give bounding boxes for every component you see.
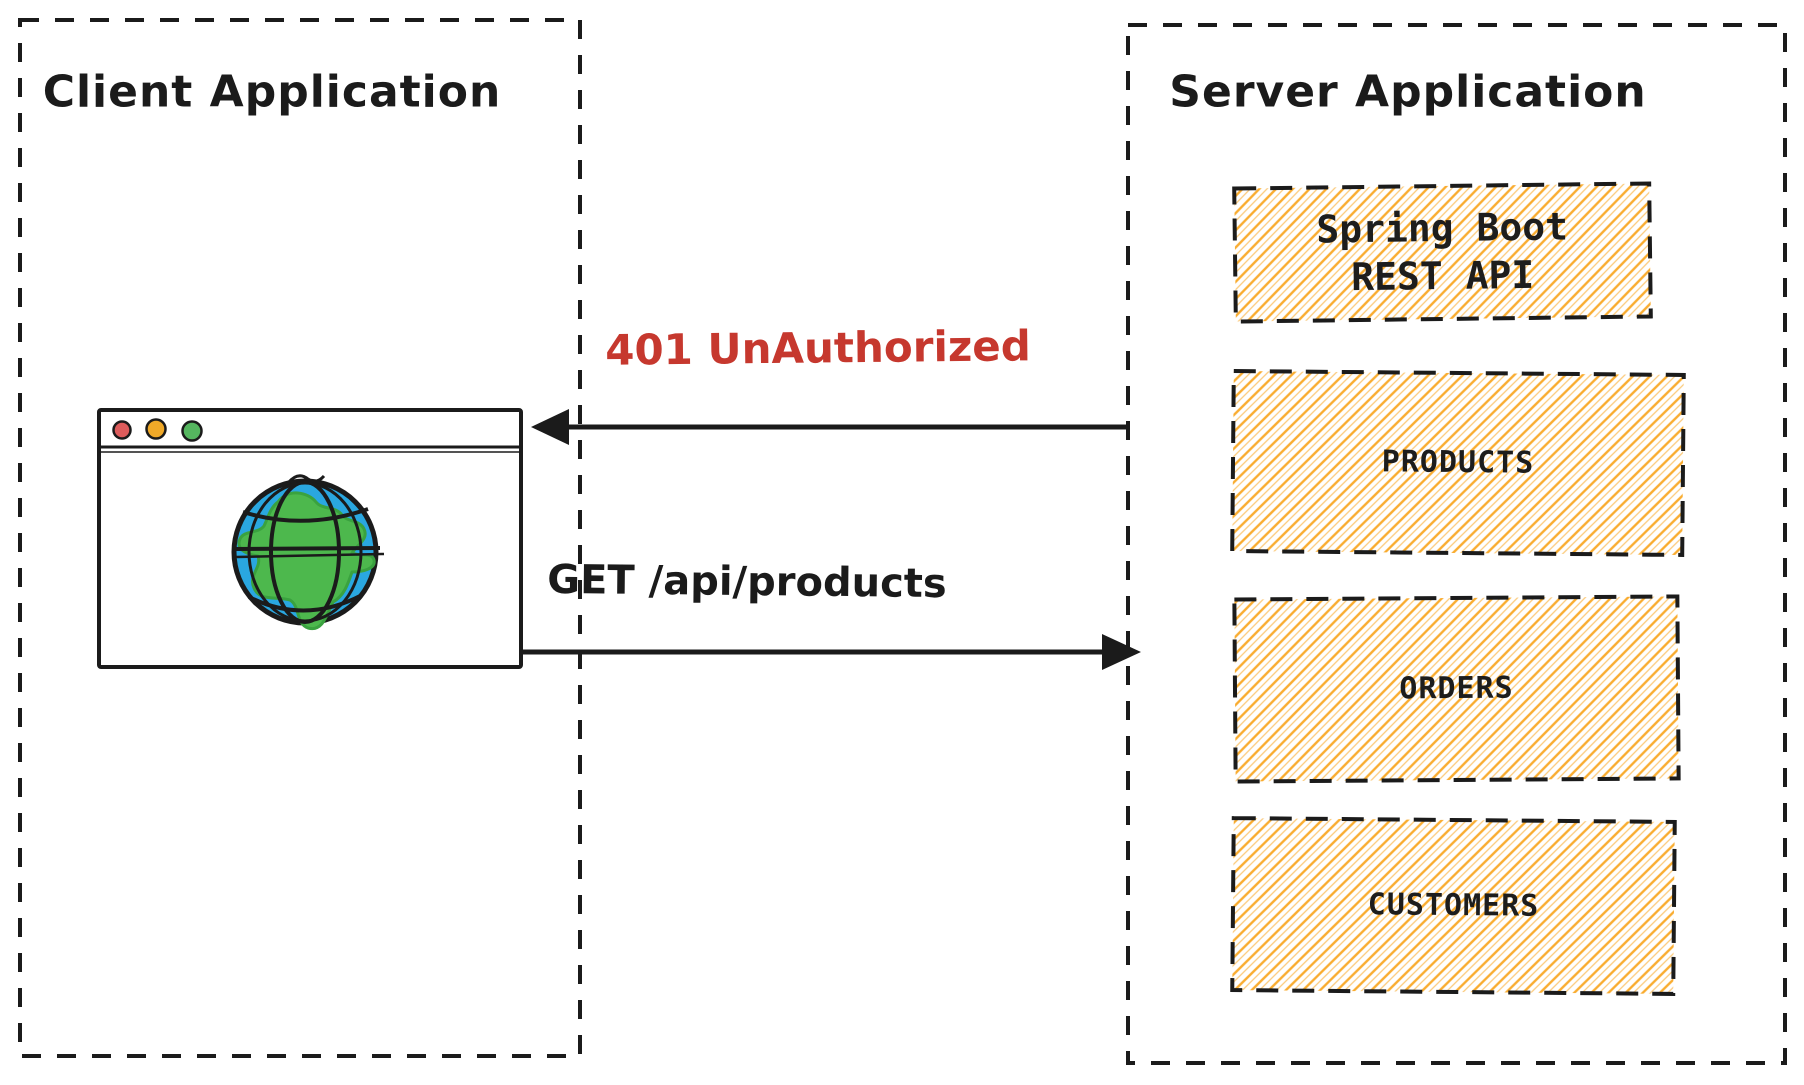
service-box-products xyxy=(1230,369,1686,557)
client-box-title: Client Application xyxy=(42,66,502,118)
server-box-border xyxy=(1126,23,1787,1065)
request-arrowhead-right-icon xyxy=(1102,634,1141,670)
service-label-orders: ORDERS xyxy=(1399,670,1514,707)
response-arrow xyxy=(531,409,1128,445)
service-box-spring-boot xyxy=(1232,181,1653,324)
traffic-light-yellow-icon xyxy=(145,418,167,440)
server-box-title: Server Application xyxy=(1169,66,1647,118)
service-box-customers xyxy=(1230,816,1677,996)
client-box-border xyxy=(18,18,582,1058)
service-label-products: PRODUCTS xyxy=(1381,444,1535,481)
globe-icon xyxy=(231,474,385,631)
response-arrowhead-left-icon xyxy=(531,409,569,445)
response-arrow-label: 401 UnAuthorized xyxy=(604,321,1032,375)
service-label-customers: CUSTOMERS xyxy=(1367,887,1540,924)
service-box-orders xyxy=(1232,594,1681,784)
globe-top-scribble xyxy=(286,474,326,484)
traffic-light-red-icon xyxy=(112,420,132,440)
traffic-light-green-icon xyxy=(181,420,203,442)
request-arrow xyxy=(523,634,1141,670)
browser-window xyxy=(97,408,523,669)
request-arrow-label: GET /api/products xyxy=(547,556,947,608)
service-label-spring-boot: Spring Boot REST API xyxy=(1316,204,1569,299)
